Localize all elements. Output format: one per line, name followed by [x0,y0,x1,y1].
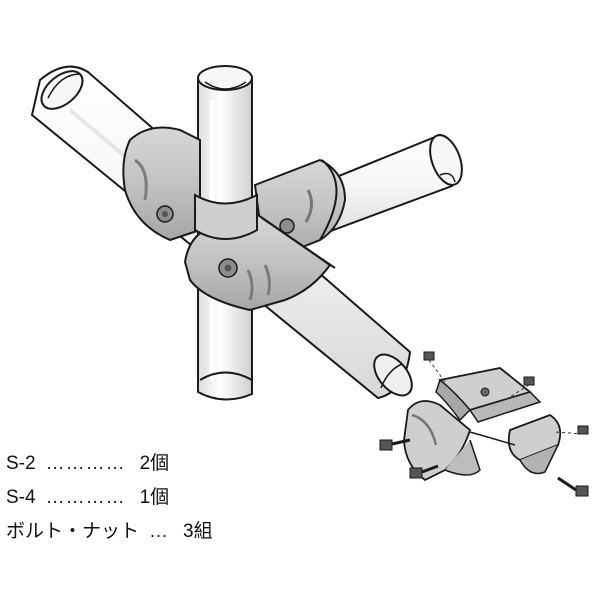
parts-row-bolt-nut: ボルト・ナット … 3組 [6,516,266,550]
joint-left-sleeve [122,126,201,242]
nut-3 [577,425,589,435]
part-qty: 2個 [139,453,170,474]
part-leader: ………… [45,453,126,474]
part-name: S-2 [6,453,36,474]
bolt-1 [379,438,411,451]
part-leader: … [149,521,170,542]
nut-2 [523,376,535,386]
exploded-parts [379,351,589,497]
parts-row-s2: S-2 ………… 2個 [6,448,266,482]
joint-center-collar [194,193,258,240]
parts-row-s4: S-4 ………… 1個 [6,482,266,516]
part-name: S-4 [6,487,36,508]
part-qty: 1個 [139,487,170,508]
bolt-2 [409,464,439,479]
nut-1 [423,351,435,361]
part-qty: 3組 [183,521,213,542]
parts-list: S-2 ………… 2個 S-4 ………… 1個 ボルト・ナット … 3組 [6,448,266,550]
part-leader: ………… [45,487,126,508]
part-name: ボルト・ナット [6,521,140,542]
bolt-3 [557,476,589,497]
